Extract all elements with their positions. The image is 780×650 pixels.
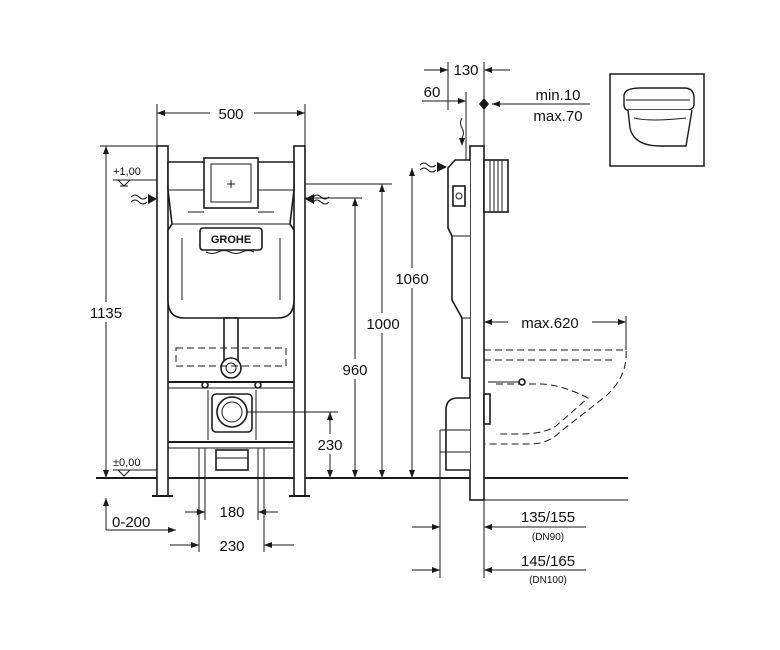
dim-max-620: max.620 [521, 315, 579, 332]
dim-width-500: 500 [218, 106, 243, 123]
front-view: GROHE [80, 104, 436, 555]
water-supply-icon [419, 162, 447, 173]
actuator-box [483, 159, 509, 213]
brand-plate [199, 227, 263, 251]
frame-side-post [469, 145, 485, 501]
side-bracket [452, 185, 466, 207]
dim-range-0-200: 0-200 [112, 514, 150, 531]
dim-height-230: 230 [317, 437, 342, 454]
bowl-outline [175, 347, 287, 367]
level-zero-label: ±0,00 [113, 457, 140, 469]
dim-height-1000: 1000 [366, 316, 399, 333]
dim-width-180: 180 [219, 504, 244, 521]
level-top-label: +1,00 [113, 166, 141, 178]
flush-pipe [223, 317, 239, 363]
waste-stub [215, 449, 249, 471]
dim-dn100: (DN100) [529, 575, 567, 586]
dim-145-165: 145/165 [521, 553, 575, 570]
dim-depth-60: 60 [424, 84, 441, 101]
dim-dn90: (DN90) [532, 532, 564, 543]
dim-height-1135: 1135 [90, 305, 122, 322]
frame-left-leg [156, 145, 169, 497]
dim-height-960: 960 [342, 362, 367, 379]
brand-logo-text: GROHE [211, 234, 251, 246]
dim-width-230: 230 [219, 538, 244, 555]
dim-min-10: min.10 [535, 87, 580, 104]
side-view: max.620 130 60 min.10 max.70 135/155 (DN… [412, 62, 628, 586]
frame-right-leg [293, 145, 306, 497]
water-supply-icon [305, 194, 330, 205]
dim-135-155: 135/155 [521, 509, 575, 526]
dim-depth-130: 130 [453, 62, 478, 79]
wall-hung-toilet-icon [609, 73, 705, 167]
waste-pipe-side [445, 397, 470, 471]
dim-height-1060: 1060 [395, 271, 428, 288]
water-supply-icon [130, 194, 157, 205]
toilet-bowl-outline [484, 349, 627, 445]
dim-max-70: max.70 [533, 108, 582, 125]
